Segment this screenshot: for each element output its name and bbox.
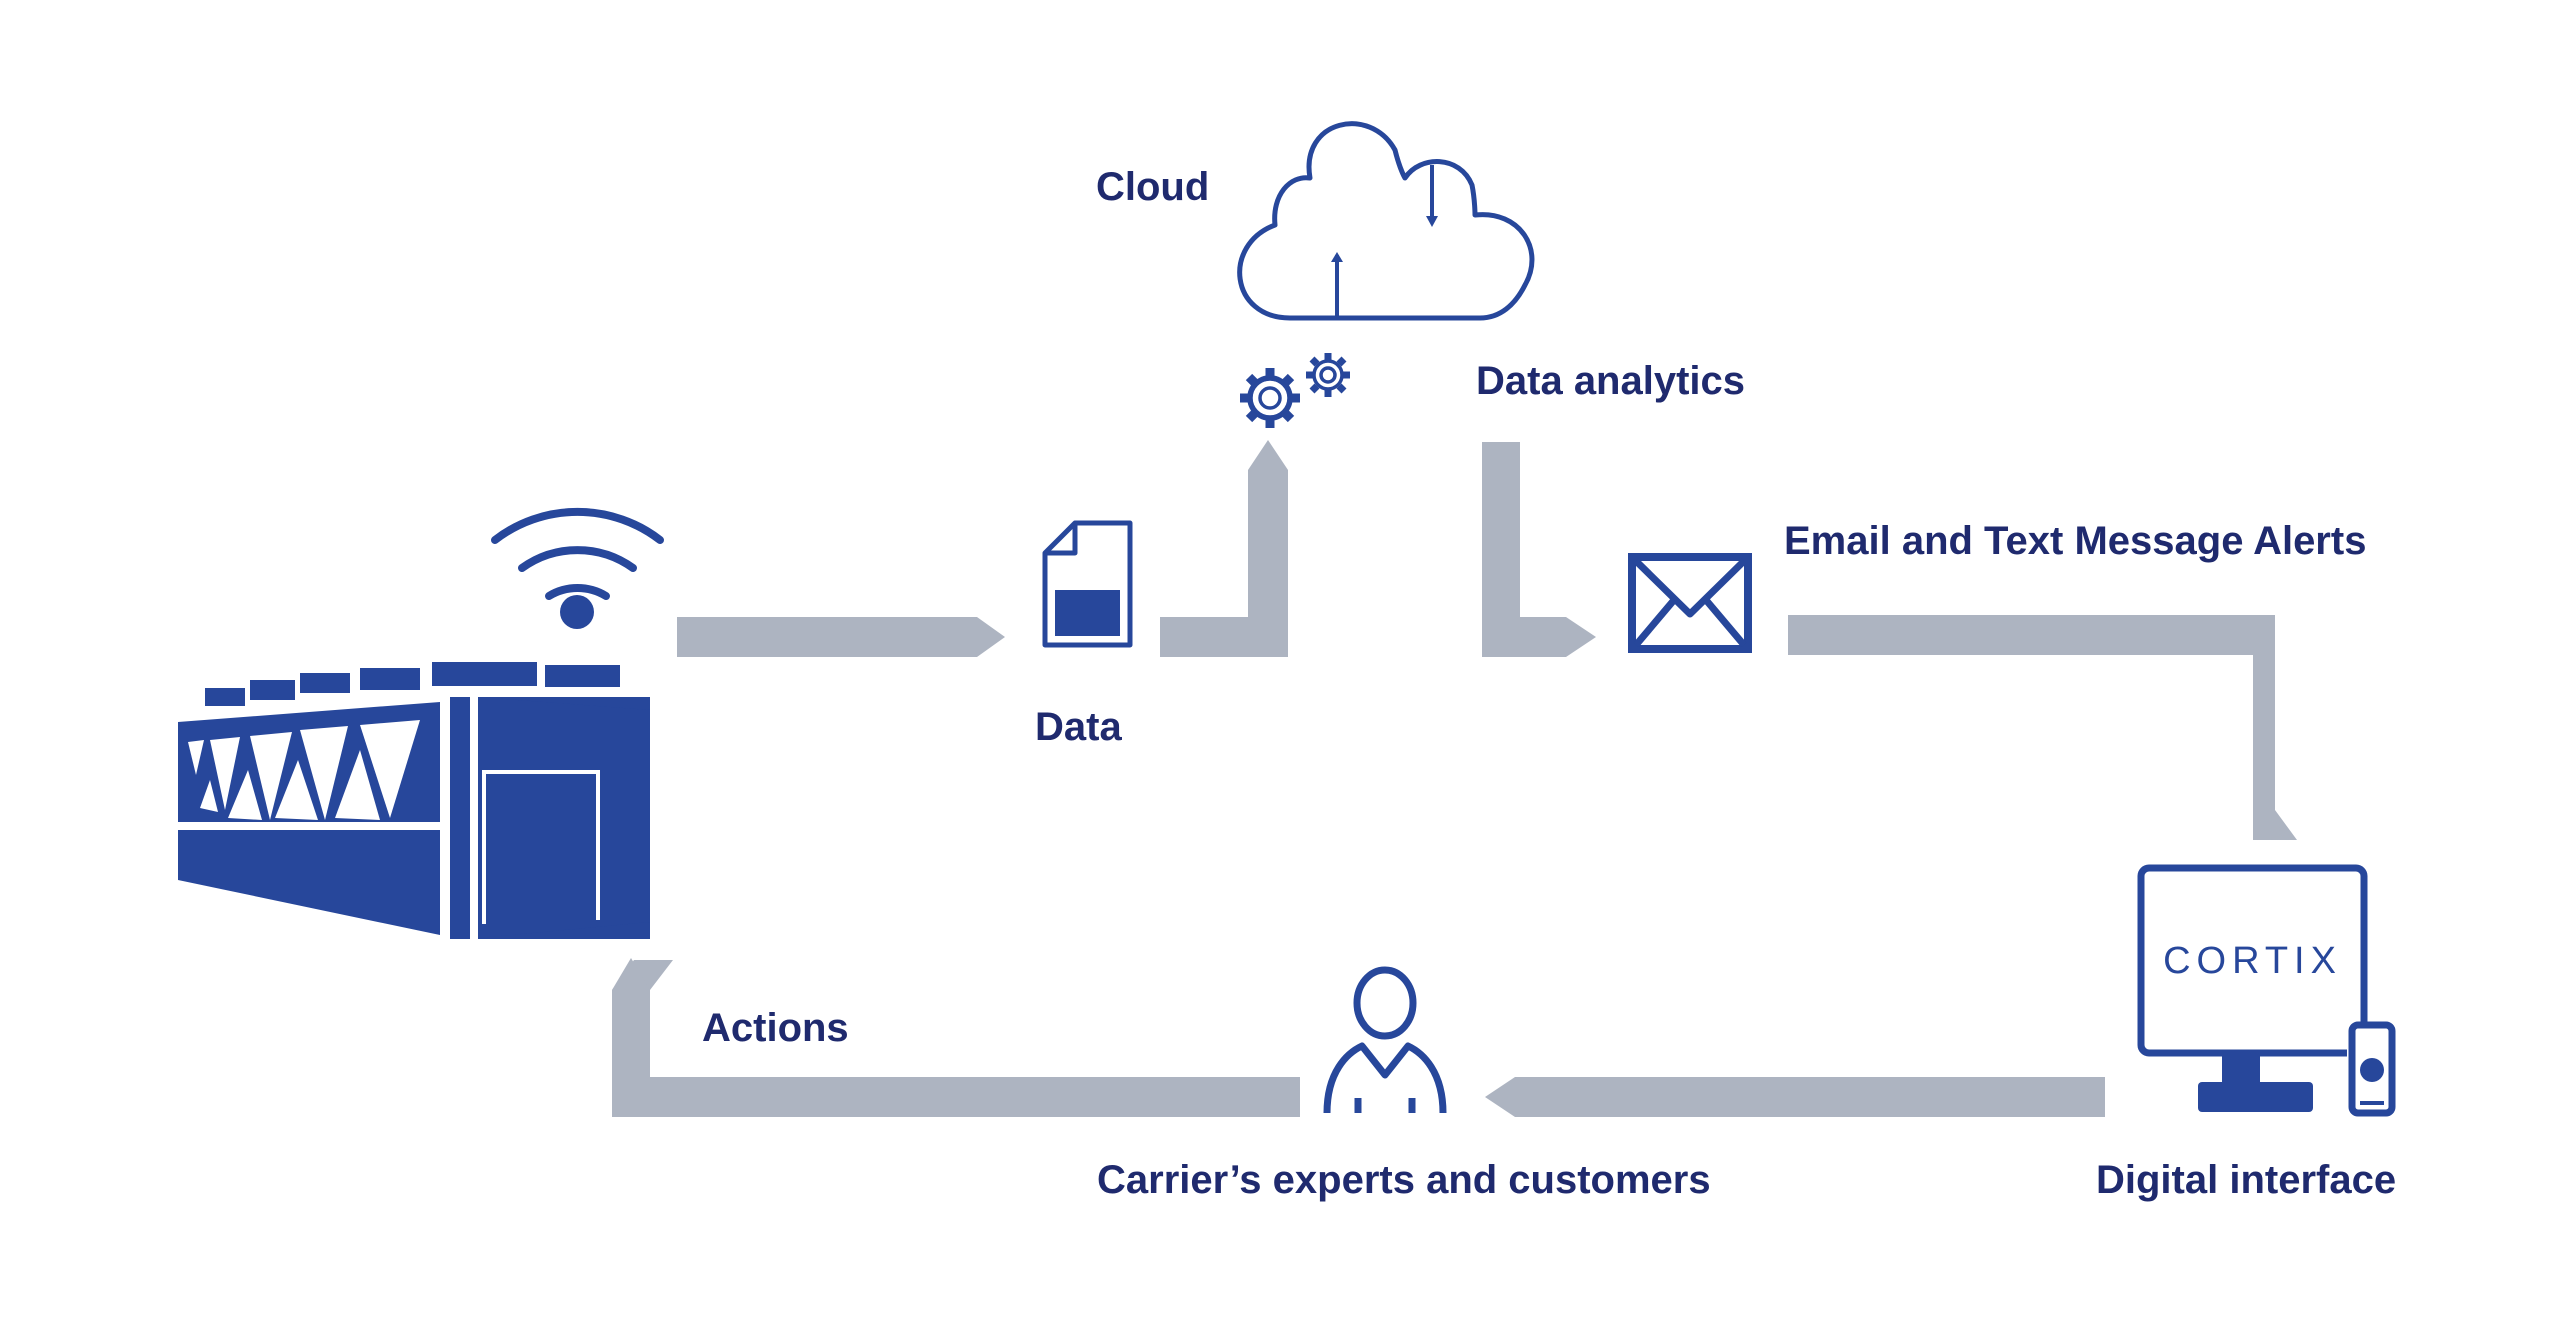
arrow-up-head	[612, 958, 650, 990]
label-data-analytics: Data analytics	[1476, 359, 1746, 403]
monitor-icon	[2137, 864, 2368, 1112]
label-digital-interface: Digital interface	[2096, 1158, 2397, 1202]
cooling-tower-icon	[178, 662, 650, 939]
cortix-logo: CORTIX	[2163, 940, 2342, 982]
envelope-icon	[1628, 553, 1752, 653]
wifi-icon	[491, 507, 664, 629]
person-icon	[1323, 966, 1447, 1114]
label-experts: Carrier’s experts and customers	[1097, 1158, 1711, 1202]
data-file-icon	[1042, 520, 1133, 648]
smartphone-icon	[2347, 1021, 2396, 1118]
label-email-alerts: Email and Text Message Alerts	[1784, 519, 2367, 563]
label-data: Data	[1035, 705, 1122, 749]
arrow-unit-to-data	[677, 617, 1005, 657]
arrow-data-to-gears	[1160, 440, 1288, 657]
gears-icon	[1240, 353, 1350, 428]
arrow-interface-to-experts	[1485, 1077, 2105, 1117]
arrow-analytics-to-alerts	[1482, 442, 1596, 657]
label-cloud: Cloud	[1096, 165, 1210, 209]
cloud-icon	[1237, 121, 1535, 321]
arrow-experts-to-unit	[612, 960, 1300, 1117]
arrow-alerts-to-interface	[1788, 615, 2297, 840]
label-actions: Actions	[702, 1006, 849, 1050]
